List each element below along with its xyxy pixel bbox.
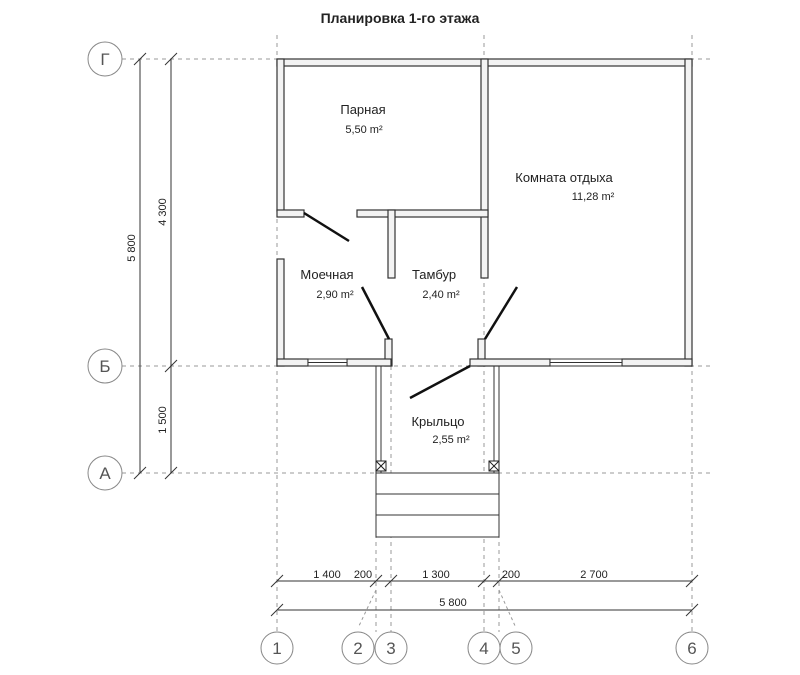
column-axis-label-2: 2 — [353, 639, 362, 658]
room-label-steam-room: Парная — [340, 102, 385, 117]
room-label-porch: Крыльцо — [411, 414, 464, 429]
dim-horizontal-segment-4: 200 — [502, 569, 520, 581]
room-area-porch: 2,55 m² — [432, 434, 470, 446]
room-area-vestibule: 2,40 m² — [422, 289, 460, 301]
dim-horizontal-segment-3: 1 300 — [422, 569, 450, 581]
column-axis-label-4: 4 — [479, 639, 488, 658]
porch-steps — [375, 472, 500, 538]
row-axis-label-b: Б — [99, 357, 110, 376]
dim-horizontal-segment-5: 2 700 — [580, 569, 608, 581]
room-area-rest-room: 11,28 m² — [572, 191, 615, 203]
row-axis-label-a: А — [99, 464, 111, 483]
dim-horizontal-total: 5 800 — [439, 597, 467, 609]
row-axis-marker-b: Б — [87, 348, 123, 384]
window-rest-room — [549, 358, 623, 367]
column-axis-marker-2: 2 — [341, 631, 375, 665]
column-axis-marker-4: 4 — [467, 631, 501, 665]
row-axis-label-g: Г — [100, 50, 109, 69]
column-axis-marker-5: 5 — [499, 631, 533, 665]
column-axis-label-5: 5 — [511, 639, 520, 658]
column-axis-label-3: 3 — [386, 639, 395, 658]
dim-vertical-upper: 4 300 — [157, 198, 169, 226]
dim-horizontal-segment-1: 1 400 — [313, 569, 341, 581]
axis-lines — [122, 35, 710, 632]
column-axis-marker-3: 3 — [374, 631, 408, 665]
walls — [276, 58, 693, 367]
window-washroom — [307, 358, 348, 367]
room-area-steam-room: 5,50 m² — [345, 124, 383, 136]
dim-horizontal-segment-2: 200 — [354, 569, 372, 581]
axis-leader-lines — [357, 589, 517, 629]
plan-title: Планировка 1-го этажа — [320, 10, 480, 26]
row-axis-marker-g: Г — [87, 41, 123, 77]
column-axis-label-1: 1 — [272, 639, 281, 658]
row-axis-marker-a: А — [87, 455, 123, 491]
doors — [303, 211, 519, 400]
dim-vertical-lower: 1 500 — [157, 406, 169, 434]
horizontal-dimension-lines — [270, 574, 699, 617]
column-axis-label-6: 6 — [687, 639, 696, 658]
room-label-vestibule: Тамбур — [412, 267, 456, 282]
room-label-washroom: Моечная — [300, 267, 353, 282]
column-axis-marker-1: 1 — [260, 631, 294, 665]
dim-vertical-outer: 5 800 — [126, 234, 138, 262]
column-axis-marker-6: 6 — [675, 631, 709, 665]
room-area-washroom: 2,90 m² — [316, 289, 354, 301]
room-label-rest-room: Комната отдыха — [515, 170, 613, 185]
porch-posts — [375, 460, 500, 472]
vertical-dimension-lines — [133, 52, 178, 480]
